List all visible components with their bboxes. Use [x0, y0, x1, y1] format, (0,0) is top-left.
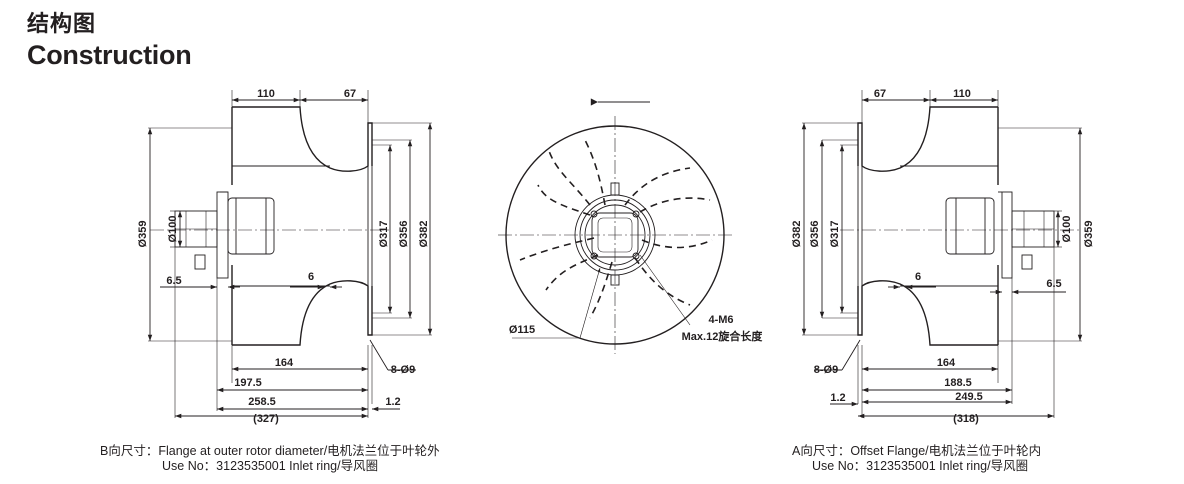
right-caption-line1: A向尺寸：Offset Flange/电机法兰位于叶轮内	[792, 443, 1041, 458]
left-dim-6-5: 6.5	[166, 275, 181, 287]
left-side-view: 110 67 Ø359 Ø100 Ø317 Ø356 Ø382 6.5 6 16…	[100, 88, 440, 473]
front-thread-spec: 4-M6	[708, 314, 733, 326]
left-dim-6: 6	[308, 271, 314, 283]
right-dim-holes: 8-Ø9	[814, 364, 838, 376]
right-dim-d382: Ø382	[791, 221, 803, 248]
right-dim-d359: Ø359	[1083, 221, 1095, 248]
right-dim-6: 6	[915, 271, 921, 283]
left-dim-d356: Ø356	[398, 221, 410, 248]
right-dim-d317: Ø317	[829, 221, 841, 248]
left-dim-67: 67	[344, 88, 356, 100]
right-dim-318: (318)	[953, 413, 979, 425]
right-side-view: 67 110 Ø382 Ø356 Ø317 Ø100 Ø359 6 6.5 16…	[791, 88, 1095, 473]
left-dim-110: 110	[257, 88, 275, 100]
right-caption-line2: Use No：3123535001 Inlet ring/导风圈	[812, 459, 1028, 473]
front-dim-d115: Ø115	[509, 324, 535, 336]
left-dim-327: (327)	[253, 413, 279, 425]
left-motor	[227, 197, 275, 255]
right-dim-249-5: 249.5	[955, 391, 983, 403]
left-inlet-flange	[367, 122, 373, 336]
left-dim-197-5: 197.5	[234, 377, 262, 389]
right-dim-188-5: 188.5	[944, 377, 972, 389]
left-caption-line2: Use No：3123535001 Inlet ring/导风圈	[162, 459, 378, 473]
page-title-cn: 结构图	[27, 12, 97, 37]
right-dim-d100: Ø100	[1061, 216, 1073, 243]
right-motor	[945, 197, 995, 255]
left-dim-258-5: 258.5	[248, 396, 276, 408]
right-dim-164: 164	[937, 357, 956, 369]
left-dim-d359: Ø359	[137, 221, 149, 248]
front-view: Ø115 4-M6 Max.12旋合长度	[498, 98, 764, 354]
left-dim-164: 164	[275, 357, 294, 369]
left-dim-d100: Ø100	[167, 216, 179, 243]
front-thread-depth: Max.12旋合长度	[682, 329, 764, 343]
right-dim-6-5: 6.5	[1046, 278, 1061, 290]
left-caption-line1: B向尺寸：Flange at outer rotor diameter/电机法兰…	[100, 443, 440, 458]
impeller-blades	[519, 139, 713, 319]
page-title-en: Construction	[27, 40, 192, 70]
left-dim-1-2: 1.2	[385, 396, 400, 408]
right-inlet-flange	[857, 122, 863, 336]
left-dim-d382: Ø382	[418, 221, 430, 248]
right-dim-1-2: 1.2	[830, 392, 845, 404]
left-dim-d317: Ø317	[378, 221, 390, 248]
right-dim-110: 110	[953, 88, 971, 100]
left-dim-holes: 8-Ø9	[391, 364, 415, 376]
right-dim-d356: Ø356	[809, 221, 821, 248]
right-dim-67: 67	[874, 88, 886, 100]
